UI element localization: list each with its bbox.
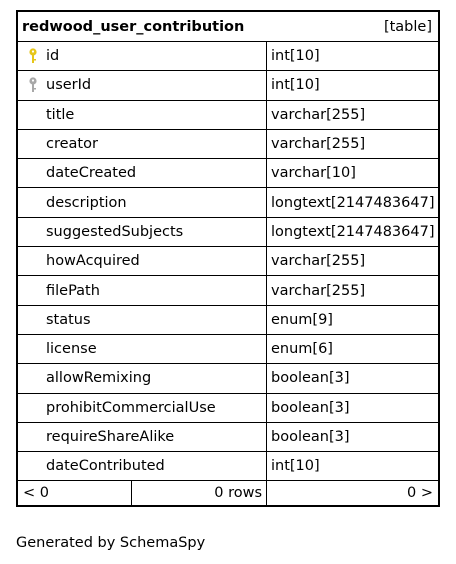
column-name: creator bbox=[46, 136, 98, 153]
column-name-cell: allowRemixing bbox=[18, 364, 267, 393]
column-type: varchar[255] bbox=[271, 106, 366, 123]
column-type: boolean[3] bbox=[271, 429, 350, 445]
column-name: allowRemixing bbox=[46, 370, 152, 387]
entity-table: redwood_user_contribution [table] id int[… bbox=[16, 10, 440, 508]
column-row: filePath varchar[255] bbox=[18, 276, 438, 306]
column-row: description longtext[2147483647] bbox=[18, 188, 438, 218]
column-name-cell: suggestedSubjects bbox=[18, 217, 267, 247]
column-type: longtext[2147483647] bbox=[271, 194, 435, 211]
column-type: int[10] bbox=[271, 77, 320, 94]
column-name-cell: id bbox=[18, 42, 267, 71]
column-name: title bbox=[46, 106, 75, 123]
column-name: requireShareAlike bbox=[46, 429, 175, 445]
column-row: dateCreated varchar[10] bbox=[18, 159, 438, 189]
column-row: requireShareAlike boolean[3] bbox=[18, 422, 438, 453]
parents-count: < 0 bbox=[18, 481, 132, 506]
column-type: varchar[255] bbox=[271, 253, 366, 270]
column-name-cell: dateContributed bbox=[18, 452, 267, 481]
column-row: title varchar[255] bbox=[18, 100, 438, 130]
entity-footer: < 0 0 rows 0 > bbox=[18, 481, 438, 506]
column-name-cell: requireShareAlike bbox=[18, 422, 267, 452]
column-name-cell: status bbox=[18, 305, 267, 334]
column-name-cell: filePath bbox=[18, 276, 267, 305]
column-name: suggestedSubjects bbox=[46, 223, 184, 240]
column-row: license enum[6] bbox=[18, 334, 438, 365]
column-type: boolean[3] bbox=[271, 399, 350, 416]
column-name: dateCreated bbox=[46, 165, 137, 182]
column-name-cell: userId bbox=[18, 71, 267, 100]
children-count: 0 > bbox=[407, 485, 433, 502]
column-name-cell: dateCreated bbox=[18, 159, 267, 188]
column-type: int[10] bbox=[271, 458, 320, 475]
column-type: enum[9] bbox=[271, 311, 333, 328]
column-row: userId int[10] bbox=[18, 71, 438, 101]
primary-key-icon bbox=[29, 48, 37, 63]
column-name: description bbox=[46, 194, 127, 211]
column-type: int[10] bbox=[271, 48, 320, 65]
column-name-cell: howAcquired bbox=[18, 247, 267, 276]
column-type: enum[6] bbox=[271, 341, 333, 358]
column-type: boolean[3] bbox=[271, 370, 350, 387]
column-name: dateContributed bbox=[46, 458, 165, 475]
column-row: id int[10] bbox=[18, 42, 438, 72]
entity-header: redwood_user_contribution [table] bbox=[18, 12, 438, 42]
column-row: prohibitCommercialUse boolean[3] bbox=[18, 393, 438, 423]
column-row: status enum[9] bbox=[18, 305, 438, 335]
column-row: creator varchar[255] bbox=[18, 129, 438, 160]
column-name: howAcquired bbox=[46, 253, 140, 270]
column-name-cell: creator bbox=[18, 129, 267, 159]
column-name-cell: prohibitCommercialUse bbox=[18, 393, 267, 422]
column-row: howAcquired varchar[255] bbox=[18, 247, 438, 277]
column-name: filePath bbox=[46, 282, 100, 299]
column-name: status bbox=[46, 311, 91, 328]
column-name: id bbox=[46, 48, 60, 65]
generated-by-label: Generated by SchemaSpy bbox=[16, 535, 206, 551]
row-count: 0 rows bbox=[132, 481, 267, 506]
column-type: varchar[255] bbox=[271, 282, 366, 299]
table-kind: [table] bbox=[383, 18, 432, 35]
foreign-key-icon bbox=[29, 77, 37, 93]
table-name: redwood_user_contribution bbox=[22, 18, 245, 35]
column-name-cell: description bbox=[18, 188, 267, 217]
column-row: dateContributed int[10] bbox=[18, 452, 438, 482]
column-name: prohibitCommercialUse bbox=[46, 399, 216, 416]
column-name-cell: title bbox=[18, 100, 267, 129]
column-row: suggestedSubjects longtext[2147483647] bbox=[18, 217, 438, 248]
column-type: longtext[2147483647] bbox=[271, 223, 435, 240]
column-type: varchar[10] bbox=[271, 165, 356, 182]
column-name-cell: license bbox=[18, 334, 267, 364]
column-type: varchar[255] bbox=[271, 136, 366, 153]
column-name: userId bbox=[46, 77, 92, 94]
column-row: allowRemixing boolean[3] bbox=[18, 364, 438, 394]
column-name: license bbox=[46, 341, 97, 358]
